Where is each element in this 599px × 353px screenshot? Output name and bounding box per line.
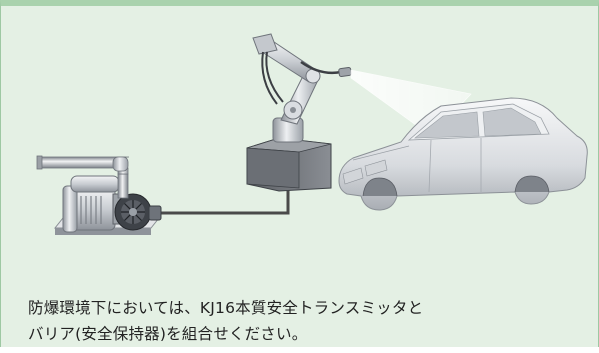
pump-motor-assembly-icon <box>36 155 162 235</box>
signal-wire <box>161 186 290 215</box>
caption-line-1: 防爆環境下においては、KJ16本質安全トランスミッタと <box>28 299 424 317</box>
painting-robot-icon <box>246 33 352 192</box>
explosion-proof-painting-illustration <box>36 33 588 235</box>
car-body-icon <box>338 97 588 211</box>
caption-line-2: バリア(安全保持器)を組合せください。 <box>28 325 308 343</box>
caption-text: 防爆環境下においては、KJ16本質安全トランスミッタと バリア(安全保持器)を組… <box>28 295 588 347</box>
